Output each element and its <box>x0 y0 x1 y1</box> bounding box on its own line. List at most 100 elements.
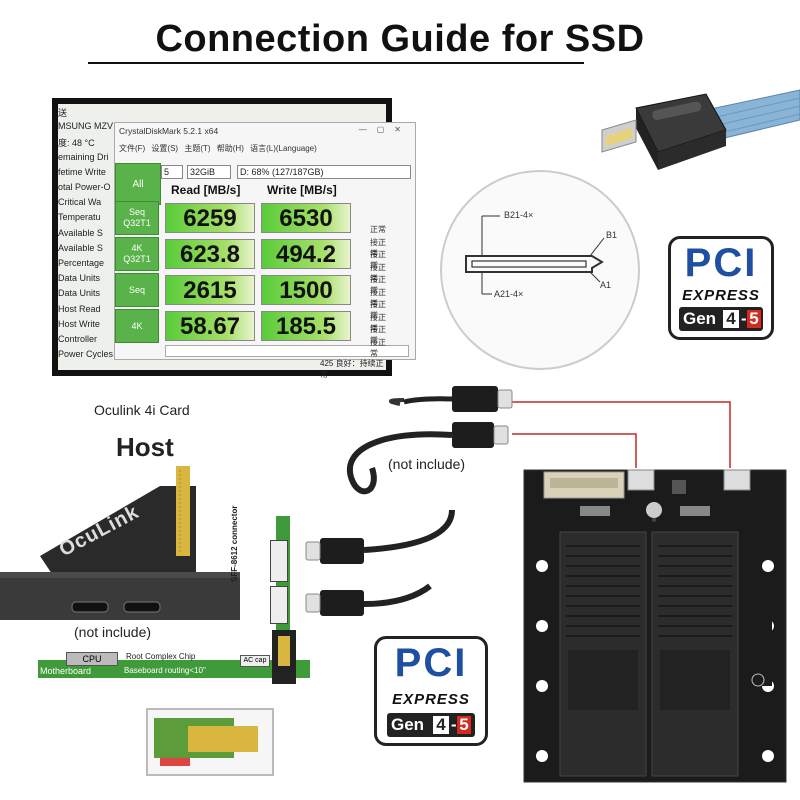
side-text-line: MSUNG MZV <box>58 121 113 132</box>
benchmark-screen: 送 MSUNG MZV 度: 48 °C emaining Dri fetime Wri… <box>58 104 416 379</box>
side-text-line: emaining Dri <box>58 151 109 162</box>
gen5-text: 5 <box>747 310 761 328</box>
sff-label: SFF-8612 connector <box>230 505 239 582</box>
side-text-line: Percentage <box>58 258 105 268</box>
pcie-logo-text: PCI <box>394 641 468 685</box>
gen-text: Gen <box>683 309 717 328</box>
sff-port-top <box>270 540 288 582</box>
pcie-express-text: EXPRESS <box>392 691 470 708</box>
row-seq-button[interactable]: Seq <box>115 273 159 307</box>
right-text-line: 接正常 <box>370 300 386 320</box>
side-text-line: 送 <box>58 108 68 118</box>
right-text-line: 正常 <box>370 225 386 234</box>
side-text-line: Power Cycles <box>58 349 114 360</box>
cpu-chip: CPU <box>66 652 118 666</box>
pin-a21-label: A21-4× <box>494 289 524 299</box>
side-text-line: otal Power-O <box>58 182 111 192</box>
drive-select[interactable]: D: 68% (127/187GB) <box>237 165 411 179</box>
slot-connector-icon <box>272 630 296 684</box>
pcie-logo: PCI EXPRESS Gen 4 - 5 <box>668 236 774 340</box>
oculink-card-label: Oculink 4i Card <box>94 402 190 418</box>
side-text-line: 度: 48 °C <box>58 138 95 149</box>
sff-port-bottom <box>270 586 288 624</box>
gen-dash: - <box>741 309 747 328</box>
pcie-gen-badge: Gen 4 - 5 <box>387 713 475 737</box>
gen4-text: 4 <box>433 716 449 734</box>
size-select[interactable]: 32GiB <box>187 165 231 179</box>
gen-text: Gen <box>391 715 425 734</box>
right-text-line: 接正常 <box>370 262 386 283</box>
right-text-line: 接正常 <box>370 325 386 345</box>
write-value: 185.5 <box>261 311 351 341</box>
side-text-line: Data Units <box>58 288 101 299</box>
side-text-line: Critical Wa <box>58 197 102 208</box>
right-text-line: 接正常 <box>370 287 386 308</box>
read-value: 2615 <box>165 275 255 305</box>
row-label: 4K <box>131 320 143 331</box>
window-title: CrystalDiskMark 5.2.1 x64 <box>119 126 219 136</box>
side-text-line: fetime Write <box>58 166 106 177</box>
read-value: 6259 <box>165 203 255 233</box>
write-header: Write [MB/s] <box>267 183 337 197</box>
m2-contacts <box>188 726 258 752</box>
right-text-line: 接正常 <box>370 250 386 270</box>
side-text-line: Available S <box>58 242 103 253</box>
row-4k-q32t1-button[interactable]: 4K Q32T1 <box>115 237 159 271</box>
comment-field[interactable] <box>165 345 409 357</box>
window-controls-icon: —▢✕ <box>358 125 411 134</box>
window-menu: 文件(F) 设置(S) 主题(T) 帮助(H) 语言(L)(Language) <box>119 144 317 153</box>
right-text-line: 接正常 <box>370 237 386 258</box>
page-title: Connection Guide for SSD <box>155 18 645 60</box>
read-value: 623.8 <box>165 239 255 269</box>
pin-b1-label: B1 <box>606 230 618 240</box>
write-value: 494.2 <box>261 239 351 269</box>
baseboard-label: Baseboard routing<10" <box>124 666 206 675</box>
row-sublabel: Q32T1 <box>123 218 151 228</box>
footer-text: 425 良好：持续正常 <box>320 359 384 379</box>
pcie-gen-badge: Gen 4 - 5 <box>679 307 763 331</box>
right-text-line: 接正常 <box>370 337 386 358</box>
m2-adapter-photo <box>146 708 274 776</box>
motherboard-label: Motherboard <box>40 666 92 676</box>
gen5-text: 5 <box>457 716 471 734</box>
write-value: 6530 <box>261 203 351 233</box>
ac-cap-label: AC cap <box>240 655 270 667</box>
side-text-line: Host Write <box>58 318 100 329</box>
gen-dash: - <box>451 715 457 734</box>
read-value: 58.67 <box>165 311 255 341</box>
row-seq-q32t1-button[interactable]: Seq Q32T1 <box>115 201 159 235</box>
row-label: Seq <box>128 284 145 295</box>
right-text-line: 接正常 <box>370 312 386 333</box>
port-outline-icon <box>465 215 605 295</box>
pcie-express-text: EXPRESS <box>682 287 760 304</box>
dual-ssd-adapter-board-icon <box>523 469 787 783</box>
oculink-card-icon <box>0 466 240 620</box>
benchmark-photo: 送 MSUNG MZV 度: 48 °C emaining Dri fetime Wri… <box>52 98 416 379</box>
row-4k-button[interactable]: 4K <box>115 309 159 343</box>
not-include-label: (not include) <box>74 624 152 640</box>
row-label: 4K <box>131 243 143 253</box>
not-include-label: (not include) <box>388 456 466 472</box>
write-value: 1500 <box>261 275 351 305</box>
row-label: Seq <box>128 207 145 217</box>
pcie-logo-text: PCI <box>684 241 758 285</box>
read-header: Read [MB/s] <box>171 183 241 197</box>
crystaldiskmark-window: CrystalDiskMark 5.2.1 x64 —▢✕ 文件(F) 设置(S… <box>114 122 416 360</box>
side-text-line: Data Units <box>58 273 101 284</box>
oculink-plug-icon <box>601 89 800 170</box>
m2-detail <box>160 758 190 766</box>
host-label: Host <box>116 432 174 462</box>
side-text-line: Available S <box>58 227 103 238</box>
gen4-text: 4 <box>723 310 739 328</box>
runs-select[interactable]: 5 <box>161 165 183 179</box>
side-text-line: Temperatu <box>58 212 101 223</box>
right-text-line: 接正常 <box>370 275 386 295</box>
root-complex-label: Root Complex Chip <box>126 652 196 661</box>
pcie-logo: PCI EXPRESS Gen 4 - 5 <box>374 636 488 746</box>
pin-b21-label: B21-4× <box>504 210 534 220</box>
pin-a1-label: A1 <box>600 280 612 290</box>
title-underline <box>88 62 584 64</box>
side-text-line: Controller <box>58 334 98 344</box>
